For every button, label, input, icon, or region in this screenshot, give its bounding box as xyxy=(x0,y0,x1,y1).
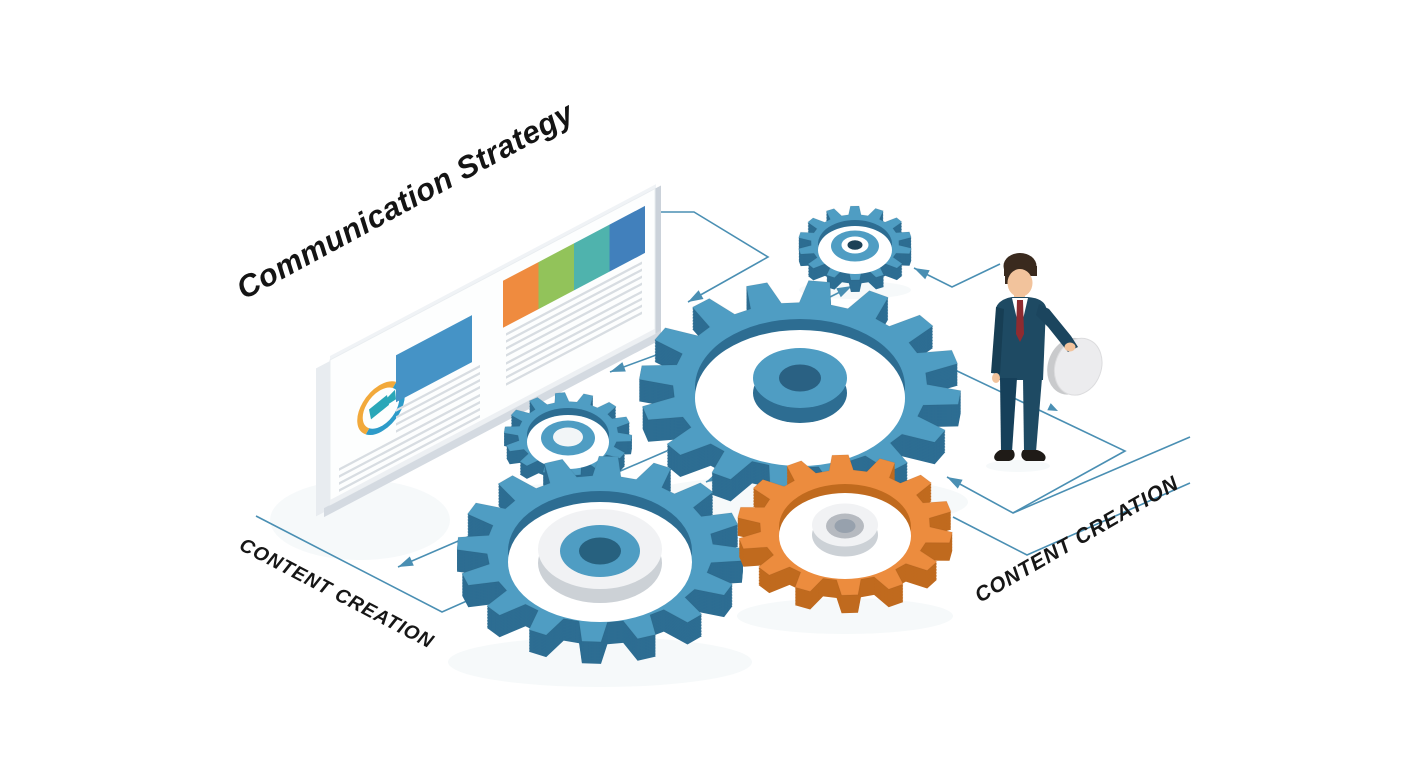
presentation-board xyxy=(316,184,661,518)
businessman-figure xyxy=(991,253,1103,461)
man-head xyxy=(1007,269,1033,297)
gear-large-blue xyxy=(638,279,962,512)
board-color-block xyxy=(503,262,539,328)
board-color-block xyxy=(609,205,645,272)
board-image-placeholder xyxy=(396,315,472,403)
man-tie xyxy=(1016,300,1024,342)
board-slab xyxy=(316,184,661,518)
board-color-block xyxy=(574,224,610,291)
gears-group xyxy=(456,205,962,664)
label-content-creation-right: CONTENT CREATION xyxy=(971,472,1183,608)
gear-small-top xyxy=(797,205,913,292)
board-color-block xyxy=(538,243,574,310)
held-disc xyxy=(1047,337,1103,396)
gear-orange xyxy=(736,454,954,614)
gear-bottom-blue xyxy=(456,455,744,664)
